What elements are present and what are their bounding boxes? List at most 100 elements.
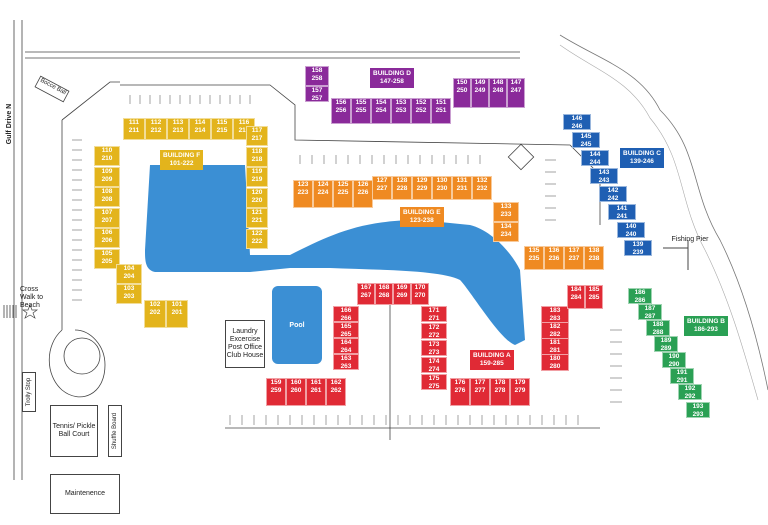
unit-number-lower: 175 — [428, 375, 440, 382]
unit-number-upper: 252 — [415, 107, 427, 114]
unit-number-lower: 148 — [492, 79, 504, 86]
unit-number-upper: 217 — [251, 135, 263, 142]
unit-number-upper: 279 — [514, 387, 526, 394]
unit-number-lower: 172 — [428, 324, 440, 331]
pool-label: Pool — [289, 322, 305, 329]
unit-number-lower: 110 — [101, 147, 113, 154]
